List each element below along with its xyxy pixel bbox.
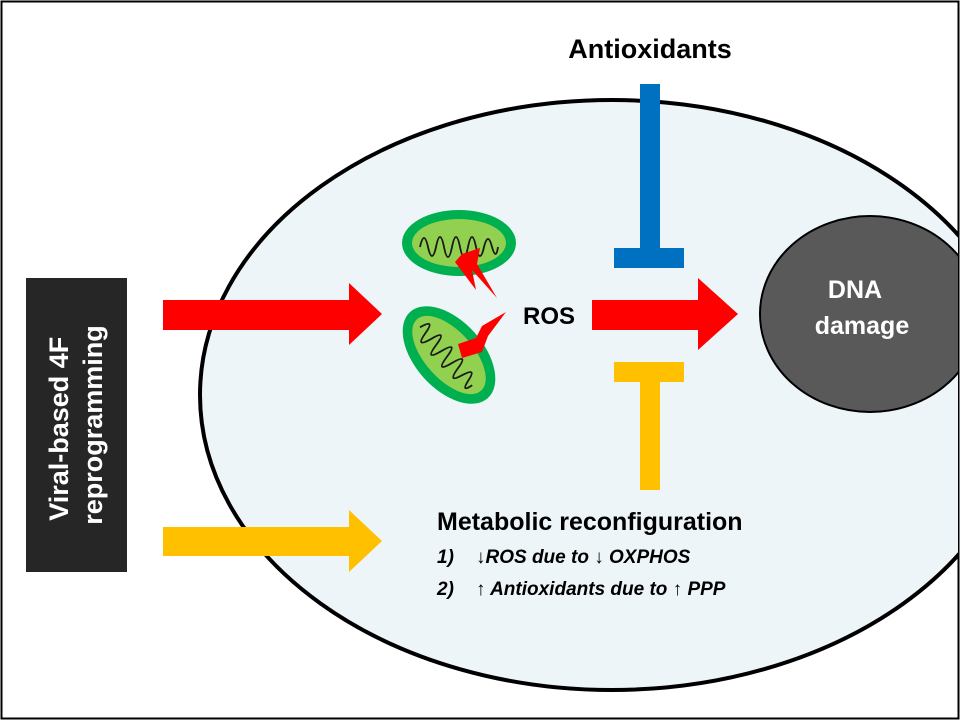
lightning-bolt-icon [455,248,497,298]
lightning-bolt-icon [458,312,506,358]
antioxidants-label: Antioxidants [568,34,732,64]
cell-body [198,98,958,692]
ros-to-dna-arrow [592,278,738,350]
reprogramming-to-ros-arrow [163,283,382,345]
metabolic-item-1: 1) ↓ROS due to ↓ OXPHOS [437,547,691,568]
antioxidant-inhibitor [614,84,684,268]
metabolic-item-2: 2) ↑ Antioxidants due to ↑ PPP [436,579,726,600]
nucleus [759,215,958,413]
metabolic-inhibitor [614,362,684,490]
ros-label: ROS [523,303,575,330]
reprogramming-to-metabolic-arrow [163,510,382,572]
mitochondrion-bottom [402,306,496,404]
reprogramming-label: Viral-based 4F reprogramming [44,325,108,525]
mitochondrion-top [402,210,516,276]
metabolic-title: Metabolic reconfiguration [437,508,743,536]
dna-damage-label: DNA damage [815,276,910,340]
reprogramming-label-box [26,278,127,572]
